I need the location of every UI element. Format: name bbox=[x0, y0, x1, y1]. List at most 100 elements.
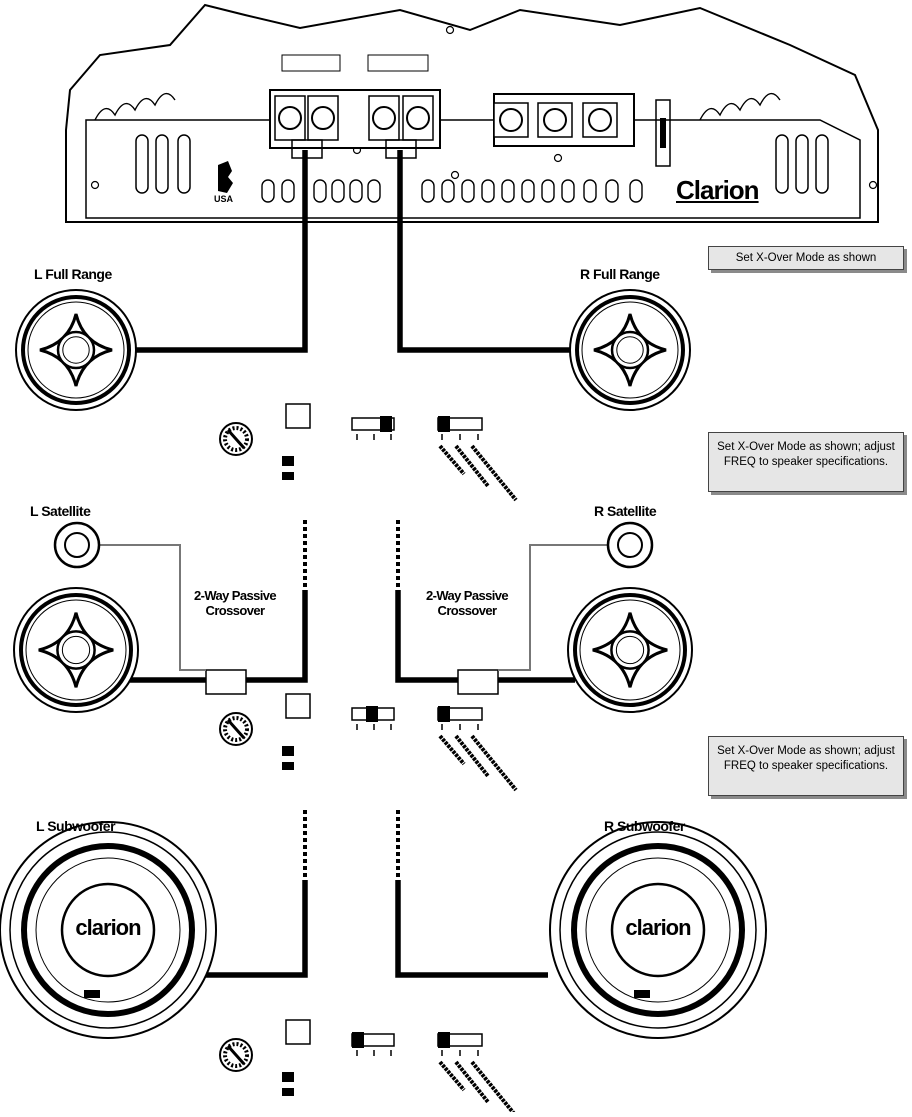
subwoofer-right-rim bbox=[559, 831, 757, 1029]
usa-flag-icon bbox=[218, 161, 233, 193]
controls-full-range-diag-0 bbox=[438, 444, 466, 476]
controls-satellite-mult-x10 bbox=[282, 762, 294, 770]
crossover-right-box bbox=[457, 669, 499, 695]
tweeter-wire-left bbox=[100, 544, 206, 671]
controls-satellite bbox=[219, 693, 518, 792]
wire-sub-left bbox=[160, 880, 308, 978]
subwoofer-left-surround bbox=[21, 843, 195, 1017]
tweeter-r-satellite-dome bbox=[617, 532, 643, 558]
controls-full-range-mult-x1 bbox=[282, 456, 294, 466]
controls-satellite-xover-mode-knob bbox=[366, 706, 378, 722]
speaker-r-satellite-surround bbox=[573, 593, 687, 707]
controls-full-range-freq-knob-pointer bbox=[226, 429, 246, 449]
screw-0 bbox=[90, 180, 100, 190]
fin-right bbox=[699, 92, 781, 121]
controls-subwoofer bbox=[219, 1019, 518, 1117]
controls-full-range-freq-knob-grip bbox=[223, 426, 249, 452]
power-screw-1 bbox=[543, 108, 567, 132]
wire-full-left bbox=[130, 150, 308, 353]
wire-sub-right bbox=[395, 880, 548, 978]
vent-hole-16 bbox=[629, 179, 643, 203]
controls-subwoofer-freq-knob-pointer bbox=[226, 1045, 246, 1065]
speaker-r-satellite bbox=[567, 587, 693, 713]
speaker-l-satellite-basket bbox=[38, 612, 114, 688]
vent-right-2 bbox=[815, 134, 829, 194]
controls-full-range-xover-mode-knob bbox=[380, 416, 392, 432]
speaker-l-satellite-cone bbox=[25, 599, 127, 701]
wire-lug-left bbox=[291, 139, 323, 159]
label-l-subwoofer: L Subwoofer bbox=[36, 818, 116, 834]
vent-hole-8 bbox=[461, 179, 475, 203]
note-full-range: Set X-Over Mode as shown bbox=[708, 246, 904, 270]
label-l-full-range: L Full Range bbox=[34, 266, 112, 282]
subwoofer-right bbox=[549, 821, 767, 1039]
controls-satellite-mult-x1 bbox=[282, 746, 294, 756]
label-r-full-range: R Full Range bbox=[580, 266, 660, 282]
crossover-right-line1: 2-Way Passive bbox=[425, 588, 509, 603]
label-r-subwoofer: R Subwoofer bbox=[604, 818, 685, 834]
crossover-right-label: 2-Way Passive Crossover bbox=[412, 588, 522, 618]
label-l-satellite: L Satellite bbox=[30, 503, 91, 519]
fin-left bbox=[94, 92, 176, 121]
vent-hole-6 bbox=[421, 179, 435, 203]
right-bracket bbox=[367, 54, 429, 72]
controls-subwoofer-diag-2 bbox=[470, 1060, 518, 1117]
subwoofer-left-dustcap bbox=[60, 882, 156, 978]
note-subwoofer: Set X-Over Mode as shown; adjust FREQ to… bbox=[708, 736, 904, 796]
vent-right-0 bbox=[775, 134, 789, 194]
crossover-right-line2: Crossover bbox=[437, 603, 498, 618]
screw-1 bbox=[868, 180, 878, 190]
screw-4 bbox=[445, 25, 455, 35]
crossover-left-label: 2-Way Passive Crossover bbox=[180, 588, 290, 618]
screw-3 bbox=[553, 153, 563, 163]
controls-subwoofer-mult-x10 bbox=[282, 1088, 294, 1096]
speaker-r-full-range-surround bbox=[575, 295, 685, 405]
subwoofer-right-logo: clarion bbox=[625, 915, 691, 940]
subwoofer-left bbox=[0, 821, 217, 1039]
vent-hole-3 bbox=[331, 179, 345, 203]
power-screw-2 bbox=[588, 108, 612, 132]
subwoofer-right-cone bbox=[585, 857, 731, 1003]
terminal-screw-0 bbox=[278, 106, 302, 130]
fuse bbox=[655, 99, 671, 167]
tweeter-r-satellite bbox=[606, 521, 654, 569]
controls-full-range bbox=[219, 403, 518, 502]
speaker-r-full-range bbox=[569, 289, 691, 411]
note-satellite: Set X-Over Mode as shown; adjust FREQ to… bbox=[708, 432, 904, 492]
amplifier-brand-logo: Clarion bbox=[676, 175, 760, 205]
amplifier-heatsink bbox=[65, 3, 879, 223]
left-bracket bbox=[281, 54, 341, 72]
speaker-r-full-range-basket bbox=[593, 313, 667, 387]
vent-hole-5 bbox=[367, 179, 381, 203]
crossover-left-line2: Crossover bbox=[205, 603, 266, 618]
speaker-r-full-range-dustcap bbox=[610, 330, 650, 370]
terminal-screw-2 bbox=[372, 106, 396, 130]
wire-sat-left bbox=[130, 590, 308, 683]
screw-5 bbox=[450, 170, 460, 180]
controls-satellite-freq-knob-pointer bbox=[226, 719, 246, 739]
subwoofer-left-logo: clarion bbox=[75, 915, 141, 940]
subwoofer-right-surround bbox=[571, 843, 745, 1017]
terminal-screw-3 bbox=[406, 106, 430, 130]
vent-hole-11 bbox=[521, 179, 535, 203]
vent-hole-13 bbox=[561, 179, 575, 203]
controls-satellite-diag-2 bbox=[470, 734, 518, 792]
vent-hole-4 bbox=[349, 179, 363, 203]
controls-subwoofer-diag-1 bbox=[454, 1060, 490, 1104]
speaker-r-full-range-cone bbox=[581, 301, 679, 399]
speaker-l-satellite-dustcap-inner bbox=[61, 635, 91, 665]
wire-full-right bbox=[397, 150, 575, 353]
tweeter-l-satellite bbox=[53, 521, 101, 569]
crossover-left-box bbox=[205, 669, 247, 695]
controls-full-range-mult-x10 bbox=[282, 472, 294, 480]
wire-lug-right bbox=[385, 139, 417, 159]
vent-right-1 bbox=[795, 134, 809, 194]
speaker-l-full-range-dustcap-inner bbox=[62, 336, 90, 364]
controls-satellite-diag-0 bbox=[438, 734, 466, 766]
controls-subwoofer-freq-knob-grip bbox=[223, 1042, 249, 1068]
tweeter-l-satellite-dome bbox=[64, 532, 90, 558]
controls-full-range-input-select-knob bbox=[438, 416, 450, 432]
vent-hole-9 bbox=[481, 179, 495, 203]
